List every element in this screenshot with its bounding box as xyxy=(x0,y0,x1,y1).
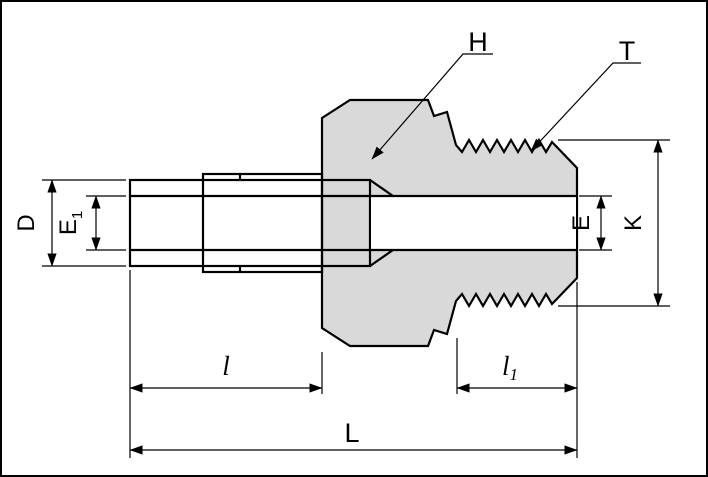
leader-t-line xyxy=(530,62,641,152)
tube-collar xyxy=(201,172,324,274)
label-e1-main: E xyxy=(55,219,82,235)
leader-h-line xyxy=(371,53,493,160)
label-t: T xyxy=(619,36,636,66)
label-e1-sub: 1 xyxy=(69,211,86,219)
bore-cone-top-line xyxy=(369,179,394,197)
label-h: H xyxy=(468,27,488,57)
tube xyxy=(128,178,372,268)
label-l1: l1 xyxy=(502,351,518,384)
label-l1-sub: 1 xyxy=(510,365,519,384)
label-l1-main: l xyxy=(502,351,510,381)
label-k: K xyxy=(620,215,647,231)
label-overall-length: L xyxy=(344,418,359,448)
label-l: l xyxy=(222,351,230,381)
label-d: D xyxy=(13,214,40,231)
bore-fill xyxy=(371,197,576,249)
label-e: E xyxy=(568,215,595,231)
bore-cone-bottom-line xyxy=(369,249,394,267)
label-e1: E1 xyxy=(55,211,86,235)
